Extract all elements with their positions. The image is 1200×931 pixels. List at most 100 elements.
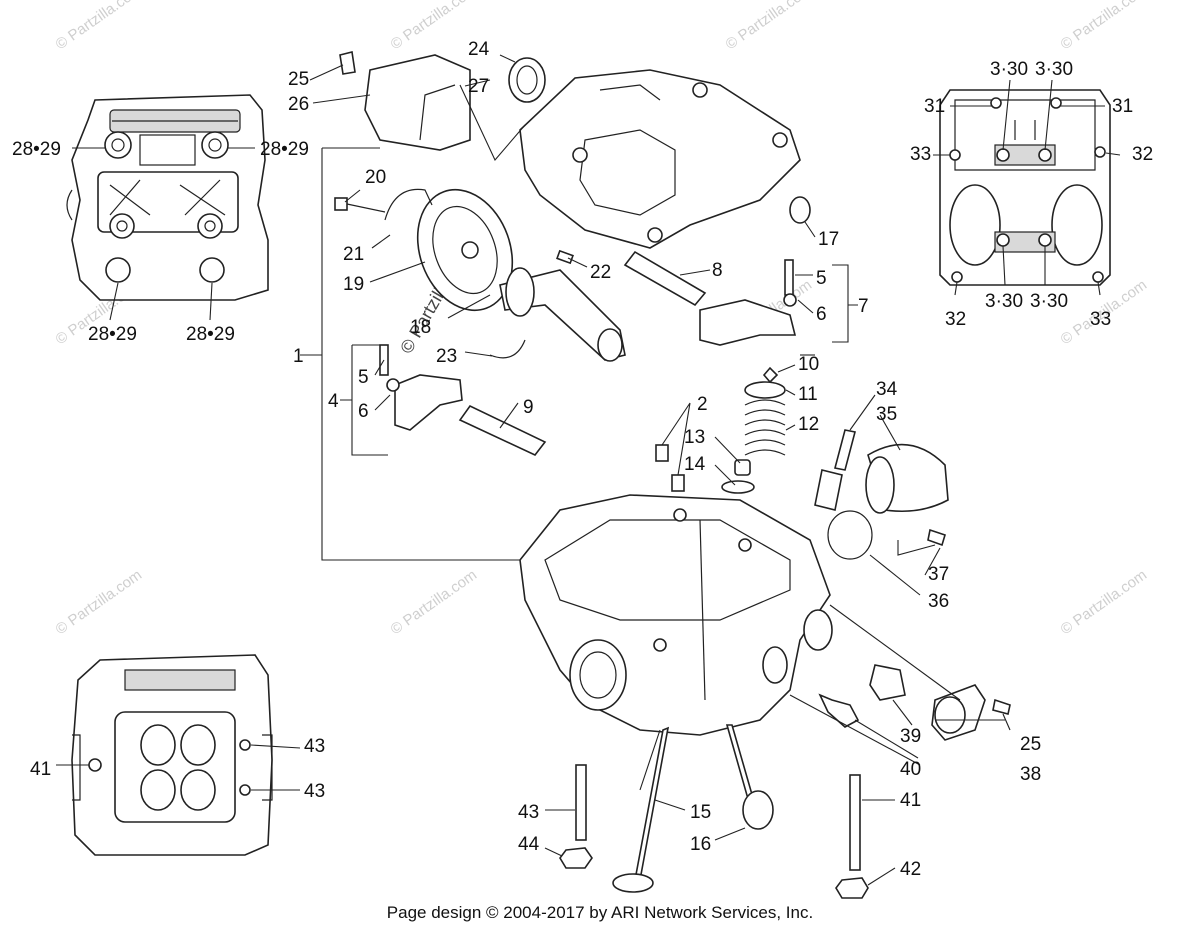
label-23: 23 [436, 346, 457, 367]
cam-sprocket [416, 188, 514, 312]
label-24: 24 [468, 39, 490, 60]
thermostat-housing-38 [931, 684, 986, 741]
label-12: 12 [798, 414, 819, 435]
label-42: 42 [900, 859, 921, 880]
leader-lines [56, 54, 1121, 886]
label-32: 32 [945, 309, 966, 330]
label-22: 22 [590, 262, 611, 283]
label-41: 41 [30, 759, 51, 780]
valve-15 [612, 726, 670, 893]
label-28-29: 28•29 [12, 139, 61, 160]
watermark: © Partzilla.com [388, 566, 481, 638]
camshaft [499, 267, 626, 362]
head-bottom-view-inset [71, 654, 273, 856]
label-43: 43 [304, 781, 325, 802]
label-31: 31 [924, 96, 945, 117]
nut-42 [835, 877, 869, 899]
label-41: 41 [900, 790, 921, 811]
watermark: © Partzilla.com [1058, 566, 1151, 638]
stud-41 [849, 774, 861, 871]
label-2: 2 [697, 394, 708, 415]
label-4: 4 [328, 391, 339, 412]
head-cover-top-view-inset [939, 89, 1111, 286]
label-13: 13 [684, 427, 705, 448]
label-21: 21 [343, 244, 364, 265]
cam-cover [519, 69, 801, 249]
rocker-shaft-8 [623, 250, 707, 307]
sensor-40 [818, 693, 860, 728]
label-8: 8 [712, 260, 723, 281]
plug-17 [789, 196, 811, 224]
watermark: © Partzilla.com [388, 0, 481, 53]
label-11: 11 [798, 384, 818, 405]
label-3-30: 3·30 [1030, 291, 1068, 312]
label-33: 33 [910, 144, 931, 165]
page-footer: Page design © 2004-2017 by ARI Network S… [386, 903, 814, 922]
spark-plug [814, 429, 856, 511]
label-1: 1 [293, 346, 304, 367]
sensor-39 [869, 664, 906, 701]
rocker-arm-right [699, 259, 797, 346]
watermark: © Partzilla.com [1058, 0, 1151, 53]
label-27: 27 [468, 76, 489, 97]
valve-16 [725, 724, 774, 830]
seal-24 [508, 57, 546, 103]
label-28-29: 28•29 [186, 324, 235, 345]
valve-spring-stack [721, 366, 786, 494]
label-5: 5 [358, 367, 369, 388]
rocker-shaft-9 [458, 404, 547, 456]
label-43: 43 [518, 802, 539, 823]
label-20: 20 [365, 167, 386, 188]
intake-boot [827, 443, 949, 560]
grouping-lines [300, 84, 936, 561]
watermark: © Partzilla.com [723, 0, 816, 53]
dowels-2 [655, 444, 685, 492]
label-18: 18 [410, 317, 431, 338]
label-3-30: 3·30 [1035, 59, 1073, 80]
label-34: 34 [876, 379, 898, 400]
label-37: 37 [928, 564, 949, 585]
label-5: 5 [816, 268, 827, 289]
label-17: 17 [818, 229, 839, 250]
label-38: 38 [1020, 764, 1041, 785]
label-32: 32 [1132, 144, 1153, 165]
label-26: 26 [288, 94, 309, 115]
nut-44 [559, 847, 593, 869]
watermark: © Partzilla.com [53, 566, 146, 638]
stud-43 [575, 764, 587, 841]
label-14: 14 [684, 454, 706, 475]
cylinder-head [519, 494, 833, 736]
bolt-37 [927, 528, 946, 547]
bolt-20 [334, 197, 386, 213]
label-19: 19 [343, 274, 364, 295]
label-40: 40 [900, 759, 921, 780]
label-15: 15 [690, 802, 711, 823]
part-labels: 28•29 28•29 28•29 28•29 3·30 3·30 3·30 3… [12, 39, 1153, 880]
breather-cover [339, 51, 471, 151]
retainer-23 [489, 339, 526, 359]
label-6: 6 [816, 304, 827, 325]
label-44: 44 [518, 834, 540, 855]
label-28-29: 28•29 [88, 324, 137, 345]
label-33: 33 [1090, 309, 1111, 330]
label-16: 16 [690, 834, 711, 855]
label-9: 9 [523, 397, 534, 418]
label-3-30: 3·30 [985, 291, 1023, 312]
label-10: 10 [798, 354, 819, 375]
label-31: 31 [1112, 96, 1133, 117]
label-25: 25 [288, 69, 309, 90]
pin-22 [556, 249, 574, 265]
label-7: 7 [858, 296, 869, 317]
label-3-30: 3·30 [990, 59, 1028, 80]
retainer-21 [384, 188, 433, 221]
bolt-25b [992, 698, 1011, 715]
label-6: 6 [358, 401, 369, 422]
head-top-view-inset [66, 94, 269, 301]
watermark: © Partzilla.com [53, 0, 146, 53]
label-43: 43 [304, 736, 325, 757]
label-35: 35 [876, 404, 897, 425]
label-28-29: 28•29 [260, 139, 309, 160]
label-25: 25 [1020, 734, 1041, 755]
